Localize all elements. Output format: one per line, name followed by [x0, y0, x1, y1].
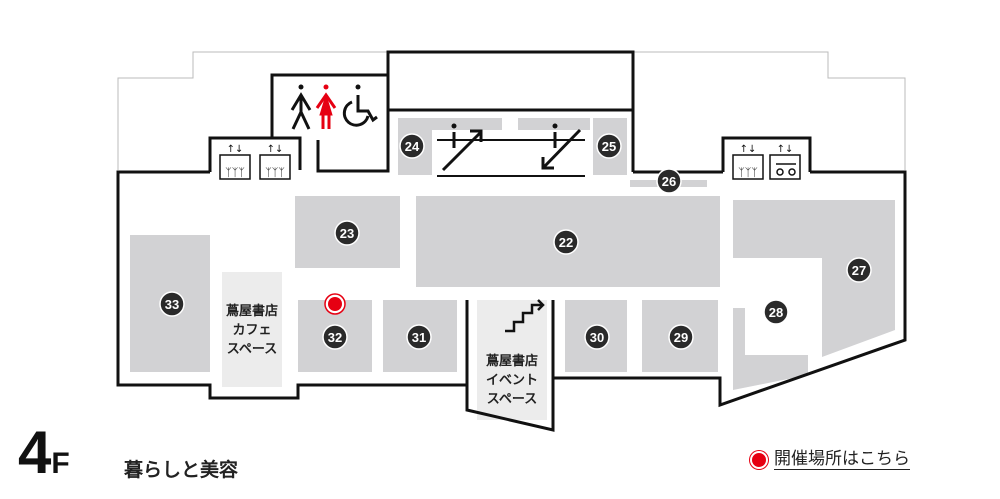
- floor-digit: 4: [18, 419, 52, 486]
- cafe-space[interactable]: [222, 272, 282, 387]
- shop-number-badge-30: 30: [584, 324, 610, 350]
- cafe-space-label: 蔦屋書店 カフェ スペース: [214, 302, 290, 359]
- women-toilet-icon: [315, 84, 337, 129]
- shop-number-badge-28: 28: [763, 299, 789, 325]
- shop-number-badge-26: 26: [656, 168, 682, 194]
- wall-right: [553, 170, 907, 408]
- wall-event: [465, 300, 555, 432]
- svg-text:↑↓: ↑↓: [777, 144, 794, 155]
- svg-text:↑↓: ↑↓: [267, 144, 284, 155]
- shop-number-badge-27: 27: [846, 257, 872, 283]
- event-label-line: スペース: [486, 392, 538, 407]
- shop-number: 29: [674, 330, 688, 345]
- svg-text:ᛉᛉᛉ: ᛉᛉᛉ: [225, 166, 245, 179]
- elevator-icon: ↑↓ ↑↓ ↑↓ ↑↓ ᛉᛉᛉ ᛉᛉᛉ ᛉᛉᛉ: [219, 144, 801, 180]
- svg-text:ᛉᛉᛉ: ᛉᛉᛉ: [738, 166, 758, 179]
- floor-name: 暮らしと美容: [124, 459, 239, 481]
- toilet-box: [270, 73, 390, 173]
- wall-main: [116, 170, 467, 400]
- cafe-label-line: スペース: [226, 342, 278, 357]
- counter-left: [432, 118, 502, 130]
- legend: 開催場所はこちら: [752, 449, 910, 470]
- shop-number: 28: [769, 305, 783, 320]
- cafe-label-line: カフェ: [232, 323, 272, 338]
- shop-number: 33: [165, 297, 179, 312]
- shop-number-badge-22: 22: [553, 229, 579, 255]
- shop-number: 22: [559, 235, 573, 250]
- men-toilet-icon: [290, 84, 312, 130]
- shop-number: 27: [852, 263, 866, 278]
- shop-number-badge-32: 32: [322, 324, 348, 350]
- floor-number: 4F: [18, 418, 70, 487]
- shop-27[interactable]: [733, 200, 895, 357]
- svg-text:↑↓: ↑↓: [227, 144, 244, 155]
- escalator-down-icon: [541, 123, 582, 170]
- shop-number: 32: [328, 330, 342, 345]
- shop-28[interactable]: [733, 270, 808, 390]
- event-marker-icon: [752, 452, 766, 467]
- event-space[interactable]: [477, 300, 547, 420]
- cafe-label-line: 蔦屋書店: [225, 304, 278, 319]
- building-outline: [117, 51, 388, 170]
- svg-text:ᛉᛉᛉ: ᛉᛉᛉ: [265, 166, 285, 179]
- top-block: [386, 50, 635, 112]
- shop-number-badge-25: 25: [596, 133, 622, 159]
- accessible-toilet-icon: [342, 84, 378, 127]
- event-space-label: 蔦屋書店 イベント スペース: [472, 352, 552, 409]
- stairs-icon: [505, 303, 543, 333]
- building-outline-right: [633, 51, 906, 170]
- shop-number: 23: [340, 226, 354, 241]
- shop-number-badge-29: 29: [668, 324, 694, 350]
- elevator-box-left: [208, 136, 302, 172]
- shop-number-badge-23: 23: [334, 220, 360, 246]
- svg-text:↑↓: ↑↓: [740, 144, 757, 155]
- escalator-up-icon: [441, 123, 483, 172]
- shop-number: 25: [602, 139, 616, 154]
- stairs-arrow: [537, 299, 545, 311]
- shop-number-badge-31: 31: [406, 324, 432, 350]
- event-location-dot: [328, 297, 342, 311]
- shop-number: 30: [590, 330, 604, 345]
- elevator-box-right: [721, 136, 812, 172]
- shop-number-badge-24: 24: [399, 133, 425, 159]
- shop-number: 26: [662, 174, 676, 189]
- shop-number: 31: [412, 330, 426, 345]
- legend-label[interactable]: 開催場所はこちら: [774, 449, 910, 470]
- shop-number: 24: [405, 139, 420, 154]
- shop-number-badge-33: 33: [159, 291, 185, 317]
- floor-suffix: F: [51, 447, 70, 480]
- event-label-line: イベント: [485, 373, 538, 388]
- event-label-line: 蔦屋書店: [485, 354, 538, 369]
